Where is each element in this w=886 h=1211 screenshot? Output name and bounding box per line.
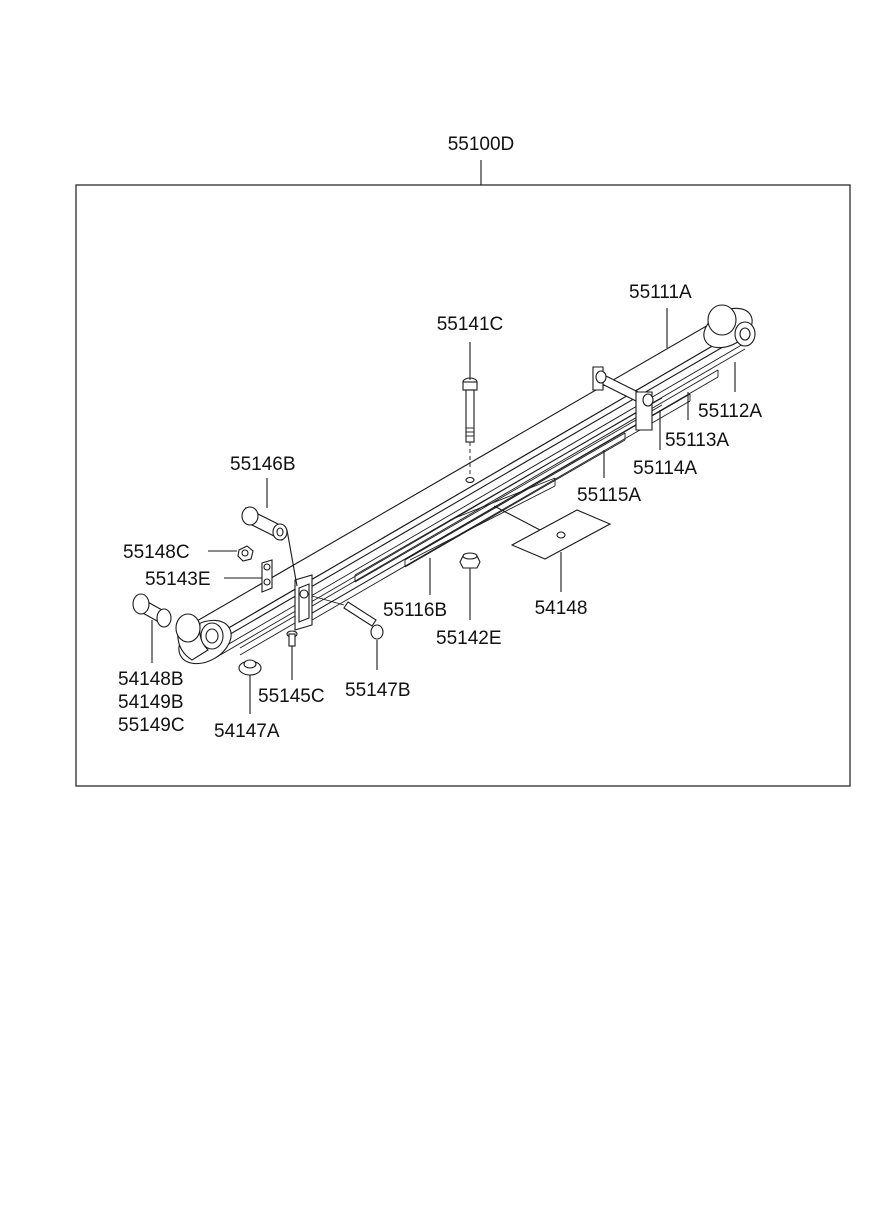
label-55116b: 55116B bbox=[383, 600, 447, 621]
label-55142e: 55142E bbox=[436, 628, 502, 649]
label-54149b: 54149B bbox=[118, 692, 184, 713]
main-leaf-edge bbox=[207, 329, 741, 648]
rear-clip-clamp bbox=[592, 366, 654, 431]
label-55148c: 55148C bbox=[123, 542, 190, 563]
bolt-55147b bbox=[311, 595, 384, 640]
label-55149c: 55149C bbox=[118, 715, 185, 736]
label-55141c: 55141C bbox=[437, 314, 504, 335]
label-54147a: 54147A bbox=[214, 721, 280, 742]
center-bolt-55141c bbox=[462, 377, 478, 484]
rear-eye bbox=[703, 304, 756, 349]
center-nut-55142e bbox=[459, 552, 481, 569]
assembly-frame bbox=[75, 184, 851, 787]
leaf-7-lower bbox=[409, 485, 556, 561]
leaf-spring-pack bbox=[189, 316, 746, 659]
leaf-7 bbox=[449, 477, 556, 521]
cap-54147a bbox=[238, 659, 262, 676]
label-55146b: 55146B bbox=[230, 454, 296, 475]
shackle-plate-55143e bbox=[261, 559, 273, 593]
label-55111a: 55111A bbox=[629, 282, 692, 303]
label-55100d: 55100D bbox=[448, 134, 515, 155]
bolt-55145c bbox=[286, 630, 298, 647]
label-55114a: 55114A bbox=[633, 458, 697, 479]
label-55112a: 55112A bbox=[698, 401, 762, 422]
label-54148: 54148 bbox=[535, 598, 588, 619]
bushing-54148b bbox=[132, 593, 172, 628]
leaf-6 bbox=[404, 432, 626, 561]
bushing-55146b bbox=[241, 506, 288, 541]
label-55145c: 55145C bbox=[258, 686, 325, 707]
leader-lines bbox=[151, 308, 736, 714]
label-55115a: 55115A bbox=[577, 485, 641, 506]
part-labels: 55100D 55111A 55141C 55112A 55113A 55114… bbox=[118, 134, 762, 742]
label-55143e: 55143E bbox=[145, 569, 211, 590]
leaf-4-lower bbox=[299, 400, 691, 628]
leaf-5-lower bbox=[354, 404, 663, 583]
label-55113a: 55113A bbox=[665, 430, 729, 451]
label-54148b: 54148B bbox=[118, 669, 184, 690]
nut-55148c bbox=[237, 545, 254, 562]
pad-54148 bbox=[510, 509, 612, 560]
front-clip-clamp bbox=[294, 574, 313, 631]
leaf-5 bbox=[354, 397, 663, 576]
label-55147b: 55147B bbox=[345, 680, 411, 701]
front-eye bbox=[175, 613, 232, 665]
leaf-6-lower bbox=[404, 439, 626, 568]
